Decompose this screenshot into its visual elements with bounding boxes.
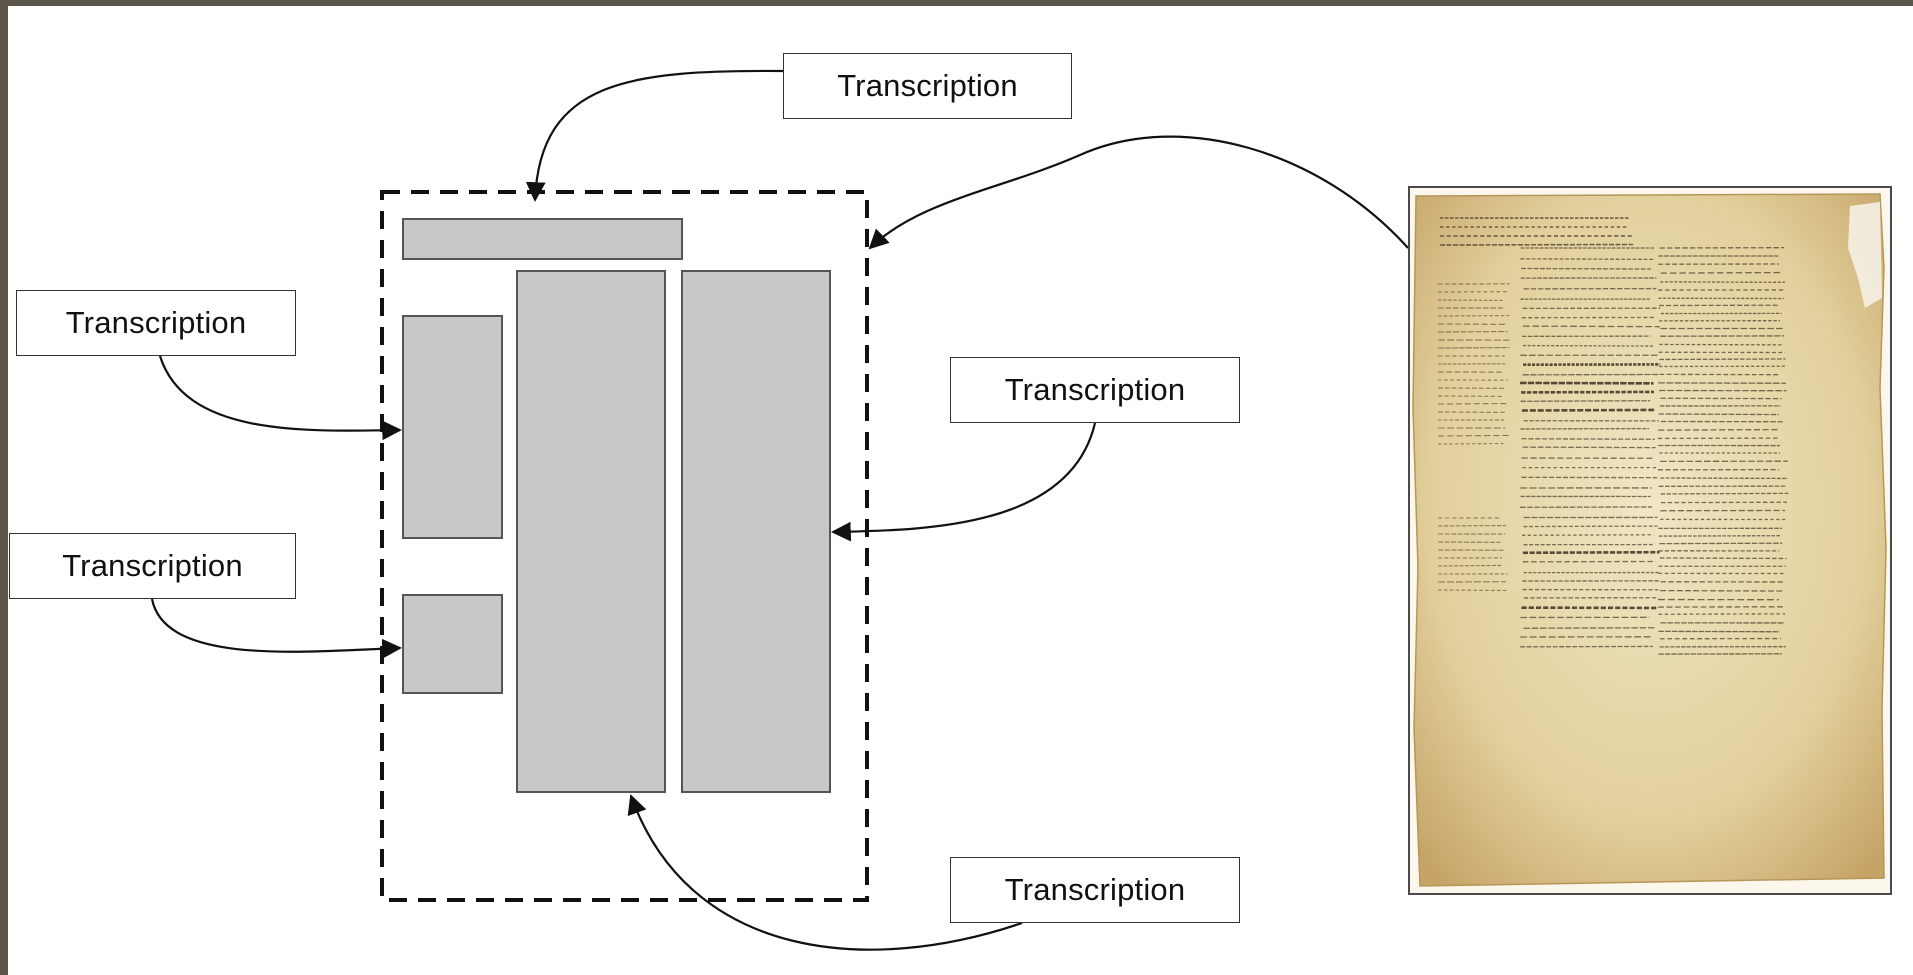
transcription-label-bottom: Transcription (950, 857, 1240, 923)
manuscript-text-line (1522, 550, 1660, 555)
manuscript-text-line (1521, 390, 1655, 394)
manuscript-text-line (1660, 271, 1782, 274)
manuscript-text-line (1523, 325, 1660, 328)
region-header (402, 218, 683, 260)
arrow-bottom-to-column-1 (627, 794, 1023, 951)
manuscript-page-svg (1412, 193, 1887, 887)
manuscript-text-line (1437, 434, 1510, 437)
frame-border-left (0, 0, 8, 975)
manuscript-text-line (1658, 428, 1780, 431)
arrow-left2-to-lower-gloss (150, 598, 402, 659)
arrow-right-to-column-2 (831, 422, 1097, 542)
manuscript-image (1408, 186, 1892, 895)
transcription-label-left-upper: Transcription (16, 290, 296, 356)
transcription-label-right: Transcription (950, 357, 1240, 423)
page-layout-boundary (380, 190, 869, 902)
manuscript-text-line (1521, 267, 1651, 270)
region-margin-gloss-upper (402, 315, 503, 539)
manuscript-text-line (1522, 534, 1654, 536)
parchment-sheet (1412, 193, 1887, 887)
manuscript-text-line (1658, 413, 1779, 416)
manuscript-text-line (1522, 344, 1654, 347)
region-margin-gloss-lower (402, 594, 503, 694)
manuscript-text-line (1659, 557, 1787, 560)
parchment-tear (1848, 202, 1882, 308)
manuscript-text-line (1439, 243, 1634, 246)
manuscript-text-line (1660, 492, 1789, 495)
region-main-column-1 (516, 270, 666, 793)
arrow-top-to-header (525, 69, 784, 202)
manuscript-text-line (1521, 408, 1655, 412)
manuscript-text-lines (1437, 217, 1789, 655)
region-main-column-2 (681, 270, 831, 793)
arrow-manuscript-to-page (868, 135, 1409, 250)
manuscript-text-line (1520, 400, 1651, 402)
frame-border-top (0, 0, 1913, 6)
transcription-label-left-lower: Transcription (9, 533, 296, 599)
arrow-left1-to-upper-gloss (158, 355, 402, 441)
transcription-label-top: Transcription (783, 53, 1072, 119)
manuscript-text-line (1659, 358, 1786, 361)
